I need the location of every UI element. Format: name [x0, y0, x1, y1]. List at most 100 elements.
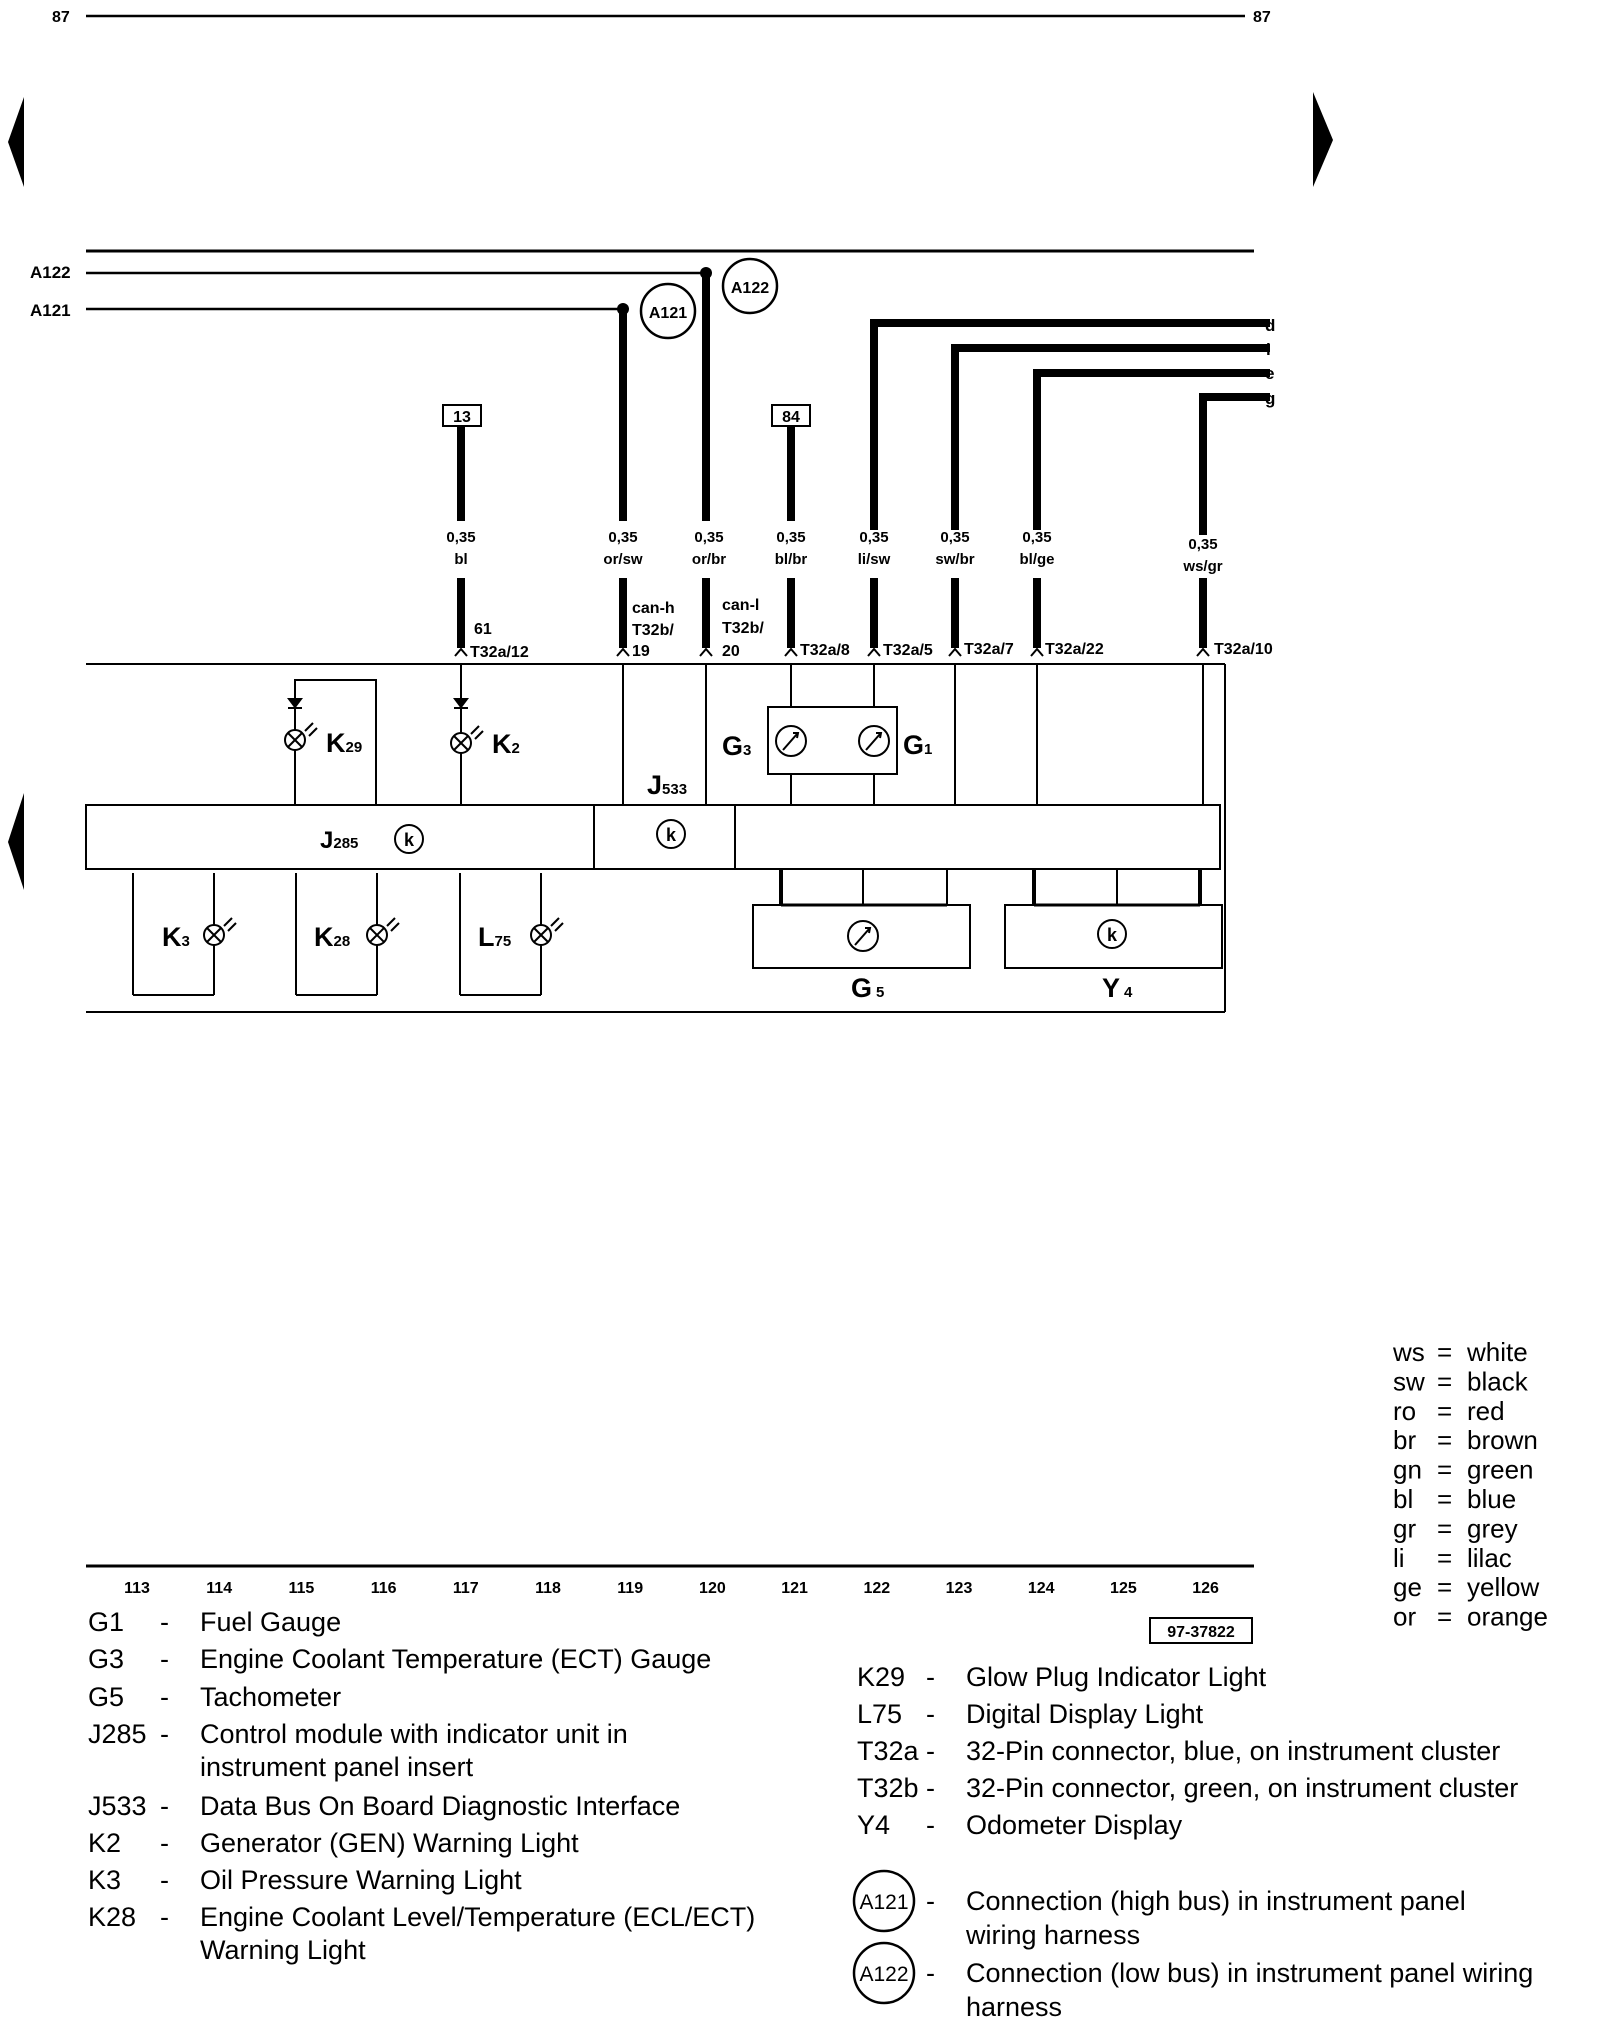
prev-section-arrow-icon[interactable] — [8, 793, 24, 890]
pin-t32a-12: T32a/12 — [470, 644, 529, 661]
color-equals: = — [1437, 1484, 1452, 1514]
wire-color: li/sw — [858, 551, 891, 568]
color-equals: = — [1437, 1366, 1452, 1396]
legend-item: J533-Data Bus On Board Diagnostic Interf… — [88, 1791, 680, 1821]
color-key-row: ws=white — [1392, 1337, 1528, 1367]
legend-description: Engine Coolant Temperature (ECT) Gauge — [200, 1644, 711, 1674]
instrument-cluster — [85, 663, 1226, 1013]
legend-dash: - — [160, 1682, 169, 1712]
legend-code: Y4 — [857, 1810, 890, 1840]
color-code: ge — [1393, 1572, 1422, 1602]
color-key: ws=whitesw=blackro=redbr=browngn=greenbl… — [1392, 1337, 1548, 1632]
pin-labels: 61 T32a/12 can-h T32b/ 19 can-l T32b/ 20… — [470, 597, 1273, 661]
legend-dash: - — [160, 1902, 169, 1932]
module-bar — [85, 804, 1221, 870]
color-code: sw — [1393, 1366, 1425, 1396]
wire-color: ws/gr — [1182, 558, 1222, 575]
wire-to-g — [1199, 393, 1270, 535]
prev-page-arrow-icon[interactable] — [8, 97, 24, 187]
wire-size: 0,35 — [776, 529, 805, 546]
legend-description: Tachometer — [200, 1682, 341, 1712]
color-code: li — [1393, 1543, 1405, 1573]
wire-labels: 0,35 bl 0,35 or/sw 0,35 or/br 0,35 bl/br… — [446, 529, 1222, 575]
legend-description: Connection (high bus) in instrument pane… — [966, 1886, 1466, 1916]
legend-description: Generator (GEN) Warning Light — [200, 1828, 579, 1858]
legend-dash: - — [160, 1607, 169, 1637]
color-key-row: ro=red — [1393, 1396, 1505, 1426]
wire-color: or/br — [692, 551, 726, 568]
legend-item: K28-Engine Coolant Level/Temperature (EC… — [88, 1902, 755, 1965]
color-equals: = — [1437, 1602, 1452, 1632]
legend-description: harness — [966, 1992, 1062, 2022]
lamp-k29-icon — [284, 722, 318, 751]
pin-arrow-icon — [784, 647, 798, 657]
wire-size: 0,35 — [940, 529, 969, 546]
legend-item: G3-Engine Coolant Temperature (ECT) Gaug… — [88, 1644, 711, 1674]
legend-item: T32a-32-Pin connector, blue, on instrume… — [857, 1736, 1500, 1766]
control-j285-letter: k — [404, 830, 415, 850]
pin-20: 20 — [722, 643, 740, 660]
connection-circle-icon — [852, 1941, 916, 2005]
legend-dash: - — [160, 1865, 169, 1895]
pin-arrow-icon — [948, 647, 962, 657]
control-y4-icon — [1097, 919, 1127, 949]
legend-description: Odometer Display — [966, 1810, 1183, 1840]
color-name: green — [1467, 1455, 1534, 1485]
color-equals: = — [1437, 1572, 1452, 1602]
pin-arrow-icon — [699, 647, 713, 657]
pin-can-h: can-h — [632, 600, 675, 617]
ref-box-84-label: 84 — [782, 409, 800, 426]
color-equals: = — [1437, 1337, 1452, 1367]
legend-code: A122 — [859, 1963, 908, 1986]
color-name: grey — [1467, 1513, 1518, 1543]
color-key-row: gn=green — [1393, 1455, 1534, 1485]
legend-dash: - — [160, 1828, 169, 1858]
color-equals: = — [1437, 1513, 1452, 1543]
grid-number: 121 — [781, 1580, 808, 1597]
legend-description: Oil Pressure Warning Light — [200, 1865, 522, 1895]
wire-to-d — [870, 319, 1270, 530]
gauge-box-g3-g1 — [767, 706, 898, 775]
lamp-l75-icon — [530, 917, 564, 946]
legend-item: L75-Digital Display Light — [857, 1699, 1204, 1729]
legend-code: T32a — [857, 1736, 920, 1766]
bus-lines: A122 A121 A121 A122 — [30, 249, 1254, 340]
color-equals: = — [1437, 1543, 1452, 1573]
legend-connection-item: A121-Connection (high bus) in instrument… — [852, 1869, 1466, 1950]
wire-to-i — [951, 344, 1270, 530]
wire-to-e — [1033, 369, 1270, 530]
control-j533-letter: k — [666, 825, 677, 845]
connection-circle-a121-label: A121 — [649, 305, 687, 322]
grid-number: 126 — [1192, 1580, 1219, 1597]
color-name: orange — [1467, 1602, 1548, 1632]
grid-number: 119 — [617, 1580, 643, 1597]
pin-t32b-a: T32b/ — [632, 622, 674, 639]
legend-item: G1-Fuel Gauge — [88, 1607, 341, 1637]
wire-label-i: i — [1266, 340, 1271, 359]
color-code: or — [1393, 1602, 1416, 1632]
color-equals: = — [1437, 1455, 1452, 1485]
wire-label-e: e — [1265, 364, 1274, 383]
color-code: gr — [1393, 1513, 1416, 1543]
gauge-g1-icon — [858, 725, 890, 757]
legend-description: instrument panel insert — [200, 1752, 474, 1782]
next-page-arrow-icon[interactable] — [1313, 92, 1333, 187]
gauge-g3-icon — [775, 725, 807, 757]
bus-a122-label: A122 — [30, 263, 71, 282]
wire-color: or/sw — [603, 551, 643, 568]
image-ref-box — [1149, 1617, 1253, 1644]
pin-arrow-icon — [1196, 647, 1210, 657]
legend-description: Data Bus On Board Diagnostic Interface — [200, 1791, 680, 1821]
legend-code: K3 — [88, 1865, 121, 1895]
connector-arrows — [454, 647, 1210, 657]
color-name: lilac — [1467, 1543, 1512, 1573]
legend-code: J285 — [88, 1719, 147, 1749]
lamp-k2-icon — [450, 725, 484, 754]
grid-number: 122 — [863, 1580, 890, 1597]
ref-box-13-label: 13 — [453, 409, 471, 426]
legend-description: Digital Display Light — [966, 1699, 1204, 1729]
